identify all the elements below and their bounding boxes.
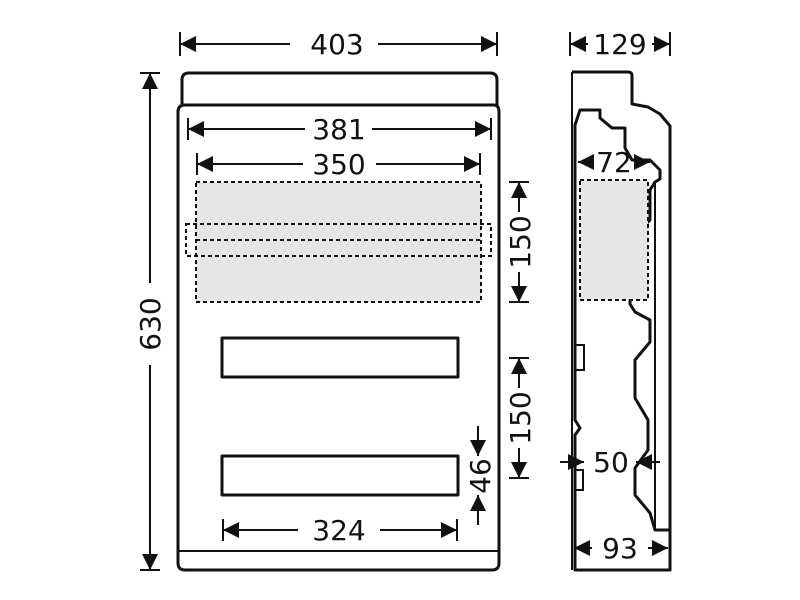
side-clip xyxy=(575,344,585,371)
dim-46-label: 46 xyxy=(464,458,497,494)
front-view: 403 381 350 630 324 150 xyxy=(134,28,537,572)
dim-381-label: 381 xyxy=(312,113,365,146)
front-body-outline xyxy=(176,103,501,572)
dim-93-label: 93 xyxy=(602,532,638,565)
front-rail-dashed xyxy=(185,223,492,257)
dim-324-label: 324 xyxy=(312,514,365,547)
dim-403-label: 403 xyxy=(310,28,363,61)
dim-50-label: 50 xyxy=(593,446,629,479)
front-module-upper xyxy=(195,181,482,303)
front-lid-outline xyxy=(180,71,499,105)
dim-350-label: 350 xyxy=(312,148,365,181)
side-view: 129 72 50 93 xyxy=(560,28,672,572)
dim-150-upper-label: 150 xyxy=(504,215,537,268)
dim-129-label: 129 xyxy=(593,28,646,61)
front-cutout-2 xyxy=(220,454,460,497)
dim-630-label: 630 xyxy=(134,297,167,350)
dim-72-label: 72 xyxy=(596,146,632,179)
front-cutout-1 xyxy=(220,336,460,379)
side-profile-outline xyxy=(572,70,672,572)
side-clip-lower xyxy=(575,469,584,491)
side-module-dashed xyxy=(579,179,649,301)
dim-150-lower-label: 150 xyxy=(504,391,537,444)
